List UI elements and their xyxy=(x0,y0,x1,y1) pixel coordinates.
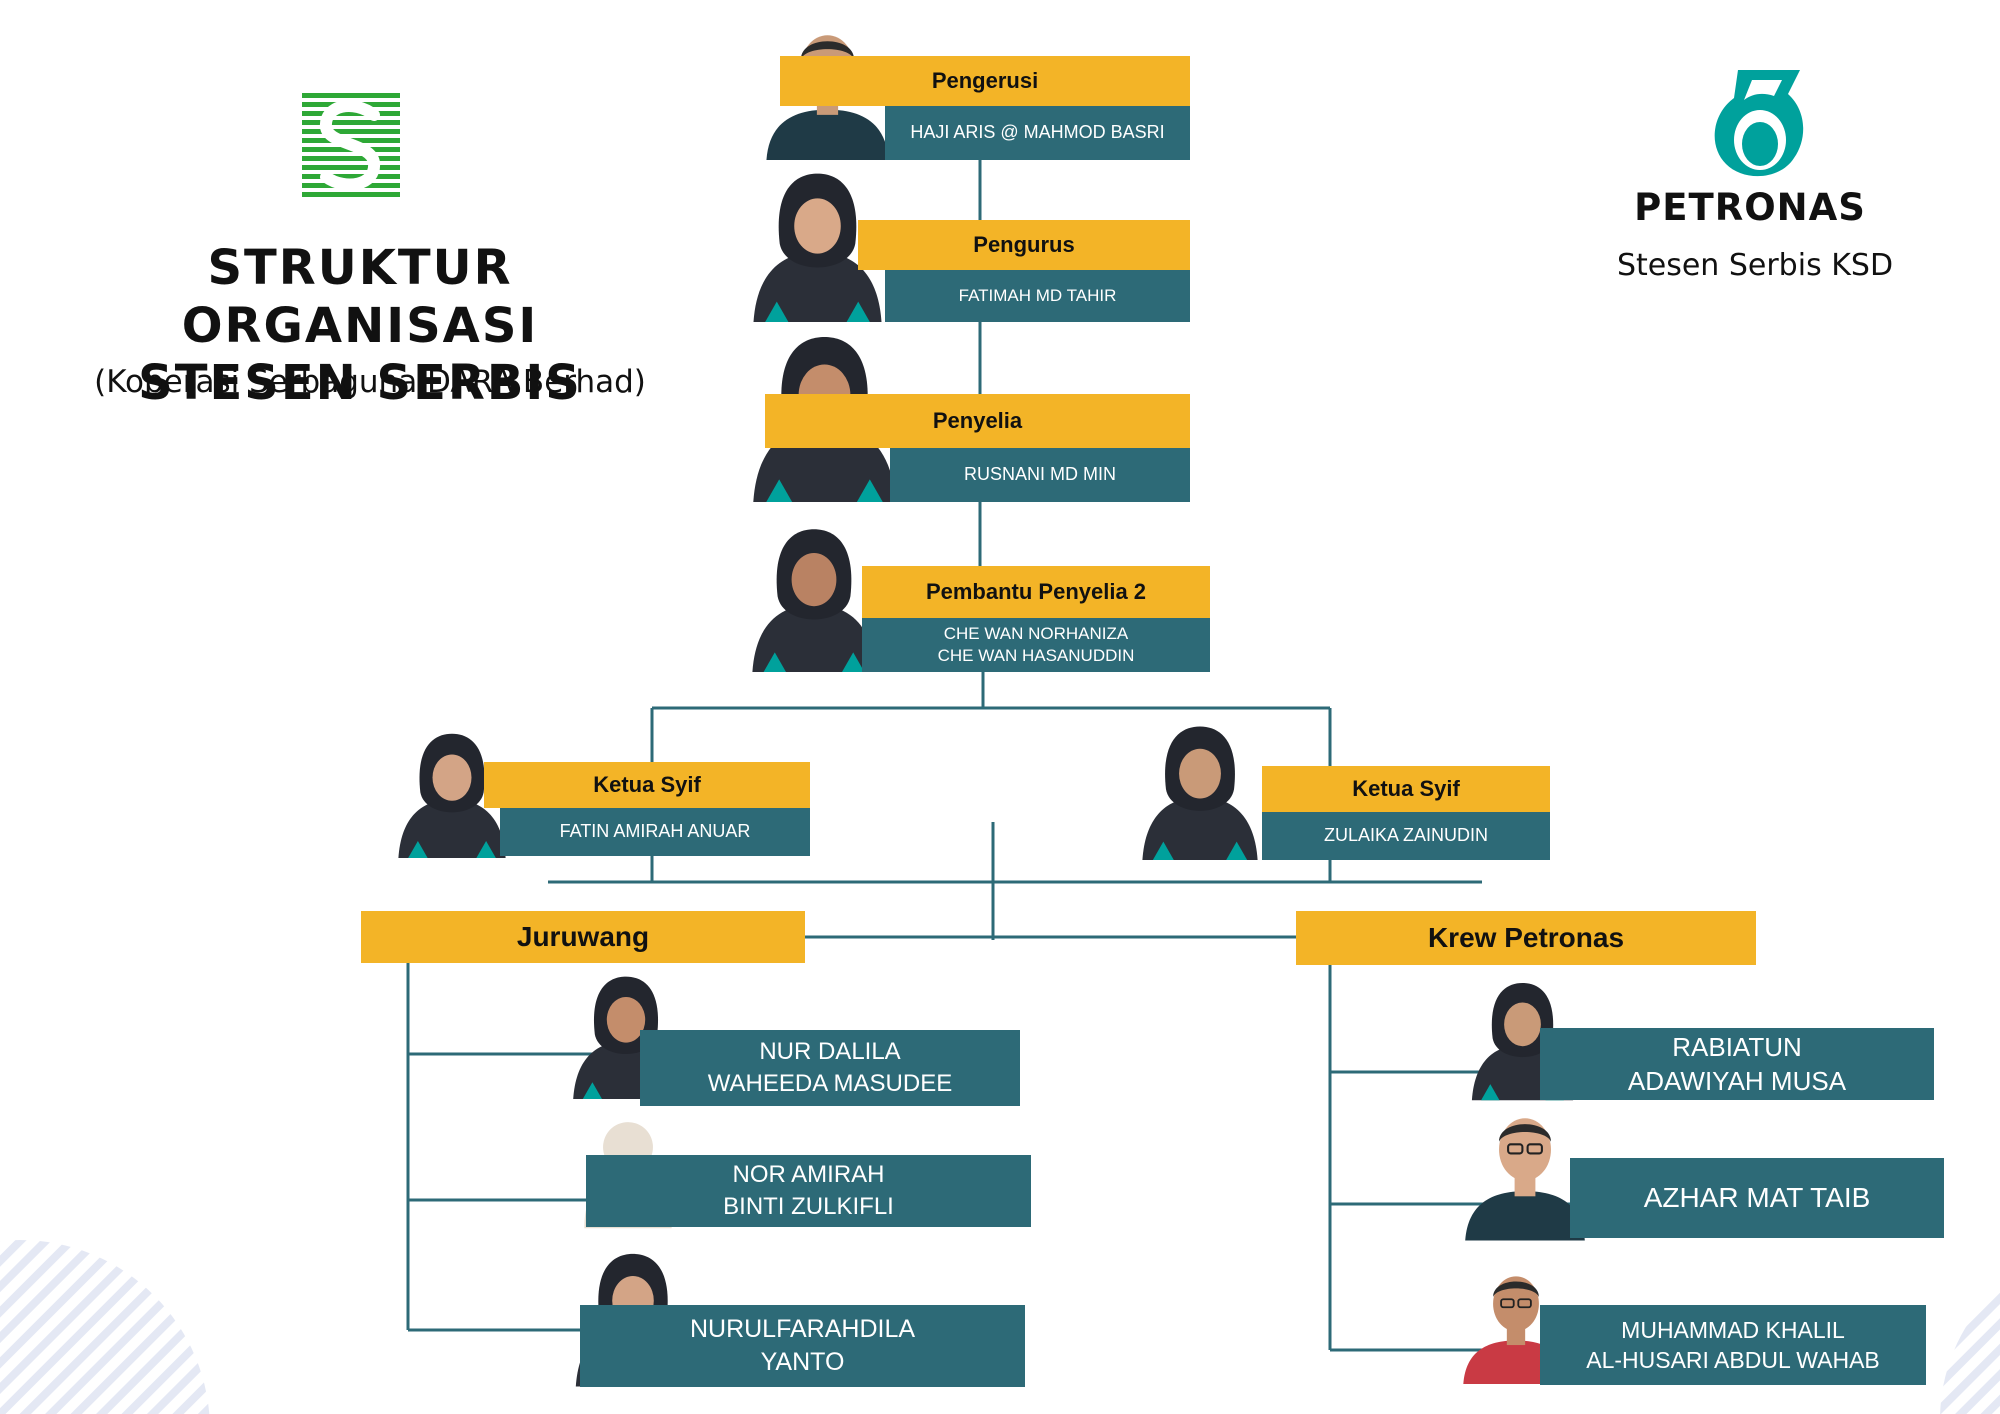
role-bar-penyelia-label: Penyelia xyxy=(932,408,1023,433)
member-name-bar-m4: RABIATUN ADAWIYAH MUSA xyxy=(1540,1028,1934,1100)
person-name: AZHAR MAT TAIB xyxy=(1643,1181,1871,1213)
group-header-juruwang: Juruwang xyxy=(361,911,805,963)
ksd-logo xyxy=(302,93,400,197)
name-bar-pengurus: FATIMAH MD TAHIR xyxy=(885,270,1190,322)
role-bar-pengerusi: Pengerusi xyxy=(780,56,1190,106)
name-bar-ketua2: ZULAIKA ZAINUDIN xyxy=(1262,812,1550,860)
petronas-logo-icon xyxy=(1714,70,1804,177)
role-bar-pengurus: Pengurus xyxy=(858,220,1190,270)
person-name: ADAWIYAH MUSA xyxy=(1627,1066,1847,1096)
woman-hijab-portrait-icon xyxy=(382,724,522,858)
station-name: Stesen Serbis KSD xyxy=(1616,248,1894,283)
group-header-krew: Krew Petronas xyxy=(1296,911,1756,965)
person-name: ZULAIKA ZAINUDIN xyxy=(1323,825,1489,846)
person-name: MUHAMMAD KHALIL xyxy=(1621,1316,1845,1343)
woman-hijab-portrait-icon xyxy=(735,518,893,672)
person-name: NUR DALILA xyxy=(759,1038,901,1066)
page-subtitle: (Koperasi Serbaguna DARA Berhad) xyxy=(94,364,646,400)
person-name: YANTO xyxy=(760,1348,845,1376)
person-name: RABIATUN xyxy=(1672,1031,1802,1062)
person-name: FATIN AMIRAH ANUAR xyxy=(559,821,751,842)
member-name-bar-m5: AZHAR MAT TAIB xyxy=(1570,1158,1944,1238)
role-bar-penyelia: Penyelia xyxy=(765,394,1190,448)
member-name-bar-m1: NUR DALILA WAHEEDA MASUDEE xyxy=(640,1030,1020,1106)
person-name: WAHEEDA MASUDEE xyxy=(707,1070,953,1097)
member-name-bar-m3: NURULFARAHDILA YANTO xyxy=(580,1305,1025,1387)
name-bar-penyelia: RUSNANI MD MIN xyxy=(890,448,1190,502)
person-name: NOR AMIRAH xyxy=(732,1161,885,1189)
page-title: STRUKTUR ORGANISASI STESEN SERBIS xyxy=(60,240,660,413)
woman-hijab-portrait-icon xyxy=(1130,716,1270,860)
role-bar-pembantu: Pembantu Penyelia 2 xyxy=(862,566,1210,618)
decorative-stripes-left xyxy=(0,1240,210,1414)
role-bar-pengerusi-label: Pengerusi xyxy=(931,68,1039,93)
woman-hijab-portrait-icon xyxy=(740,162,895,322)
member-name-bar-m6: MUHAMMAD KHALIL AL-HUSARI ABDUL WAHAB xyxy=(1540,1305,1926,1385)
brand-name: PETRONAS xyxy=(1634,186,1866,229)
person-name: RUSNANI MD MIN xyxy=(964,464,1116,485)
person-name: AL-HUSARI ABDUL WAHAB xyxy=(1586,1347,1880,1373)
group-header-juruwang-label: Juruwang xyxy=(516,921,650,952)
person-name: CHE WAN NORHANIZA xyxy=(943,623,1129,643)
role-bar-ketua2: Ketua Syif xyxy=(1262,766,1550,812)
name-bar-ketua1: FATIN AMIRAH ANUAR xyxy=(500,808,810,856)
person-name: FATIMAH MD TAHIR xyxy=(958,285,1117,305)
role-bar-ketua2-label: Ketua Syif xyxy=(1352,776,1460,801)
group-header-krew-label: Krew Petronas xyxy=(1427,922,1625,953)
role-bar-pembantu-label: Pembantu Penyelia 2 xyxy=(925,579,1147,604)
page-title-line2: STESEN SERBIS xyxy=(138,355,582,412)
name-bar-pengerusi: HAJI ARIS @ MAHMOD BASRI xyxy=(885,106,1190,160)
person-name: CHE WAN HASANUDDIN xyxy=(937,646,1135,665)
man-portrait-icon xyxy=(1460,1096,1590,1242)
name-bar-pembantu: CHE WAN NORHANIZA CHE WAN HASANUDDIN xyxy=(862,618,1210,672)
role-bar-ketua1-label: Ketua Syif xyxy=(593,772,701,797)
person-name: BINTI ZULKIFLI xyxy=(723,1193,894,1220)
role-bar-ketua1: Ketua Syif xyxy=(484,762,810,808)
member-name-bar-m2: NOR AMIRAH BINTI ZULKIFLI xyxy=(586,1155,1031,1227)
person-name: HAJI ARIS @ MAHMOD BASRI xyxy=(910,122,1165,143)
page-title-line1: STRUKTUR ORGANISASI xyxy=(181,240,539,354)
role-bar-pengurus-label: Pengurus xyxy=(973,232,1075,257)
person-name: NURULFARAHDILA xyxy=(689,1315,916,1343)
decorative-stripes-right xyxy=(1940,1240,2000,1414)
